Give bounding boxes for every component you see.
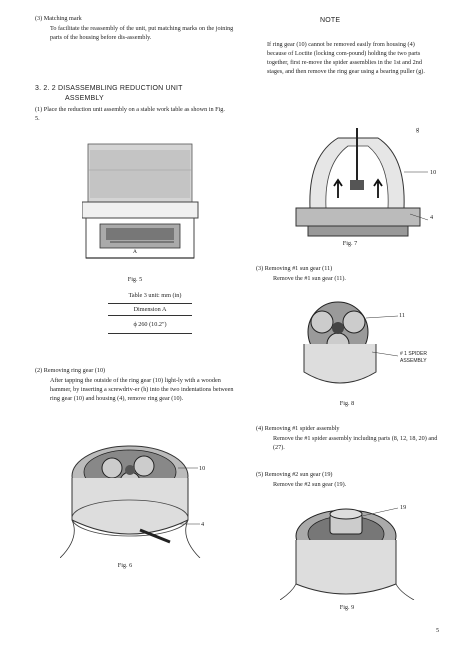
fig7-label-g: g [416, 126, 420, 133]
fig6-photo [60, 445, 201, 558]
fig8-label-spider: # 1 SPIDER ASSEMBLY [400, 351, 427, 365]
step1-text: (1) Place the reduction unit assembly on… [35, 106, 225, 122]
matching-mark-heading: (3) Matching mark [35, 15, 82, 22]
fig8-label-11: 11 [399, 312, 405, 319]
fig8-label-spider-line1: # 1 SPIDER [400, 351, 427, 357]
matching-mark-text: To facilitate the reassembly of the unit… [50, 25, 234, 41]
fig7-label-4: 4 [430, 214, 434, 221]
step4-heading: (4) Removing #1 spider assembly [256, 425, 340, 432]
fig8-label-spider-line2: ASSEMBLY [400, 358, 427, 364]
table3-value: ϕ 260 (10.2") [133, 321, 167, 328]
fig6-label-4: 4 [201, 521, 205, 528]
fig7-photo [295, 128, 429, 237]
fig8-photo [303, 301, 399, 384]
page-number: 5 [436, 627, 440, 634]
note-text: If ring gear (10) cannot be removed easi… [267, 41, 425, 75]
fig7-label-10: 10 [430, 169, 437, 176]
step2-heading: (2) Removing ring gear (10) [35, 367, 106, 374]
step4-text: Remove the #1 spider assembly including … [273, 435, 438, 451]
step3-heading: (3) Removing #1 sun gear (11) [256, 265, 333, 272]
table3: Dimension A ϕ 260 (10.2") [108, 303, 192, 334]
table3-header: Dimension A [133, 306, 167, 313]
fig5-caption: Fig. 5 [127, 276, 143, 283]
fig9-photo [280, 507, 415, 600]
step5-text: Remove the #2 sun gear (19). [273, 481, 347, 488]
fig9-caption: Fig. 9 [339, 604, 355, 611]
fig6-label-10: 10 [199, 465, 206, 472]
table3-title: Table 3 unit: mm (in) [128, 292, 182, 299]
step5-heading: (5) Removing #2 sun gear (19) [256, 471, 333, 478]
note-title: NOTE [320, 17, 341, 24]
step3-text: Remove the #1 sun gear (11). [273, 275, 346, 282]
fig5-photo [82, 143, 199, 259]
fig7-caption: Fig. 7 [342, 240, 358, 247]
section-title: 3. 2. 2 DISASSEMBLING REDUCTION UNIT [35, 85, 183, 92]
fig8-caption: Fig. 8 [339, 400, 355, 407]
fig6-caption: Fig. 6 [117, 562, 133, 569]
step2-text: After tapping the outside of the ring ge… [50, 377, 234, 402]
fig9-label-19: 19 [400, 504, 407, 511]
section-title-cont: ASSEMBLY [65, 95, 104, 102]
fig5-label-a: A [133, 249, 137, 255]
